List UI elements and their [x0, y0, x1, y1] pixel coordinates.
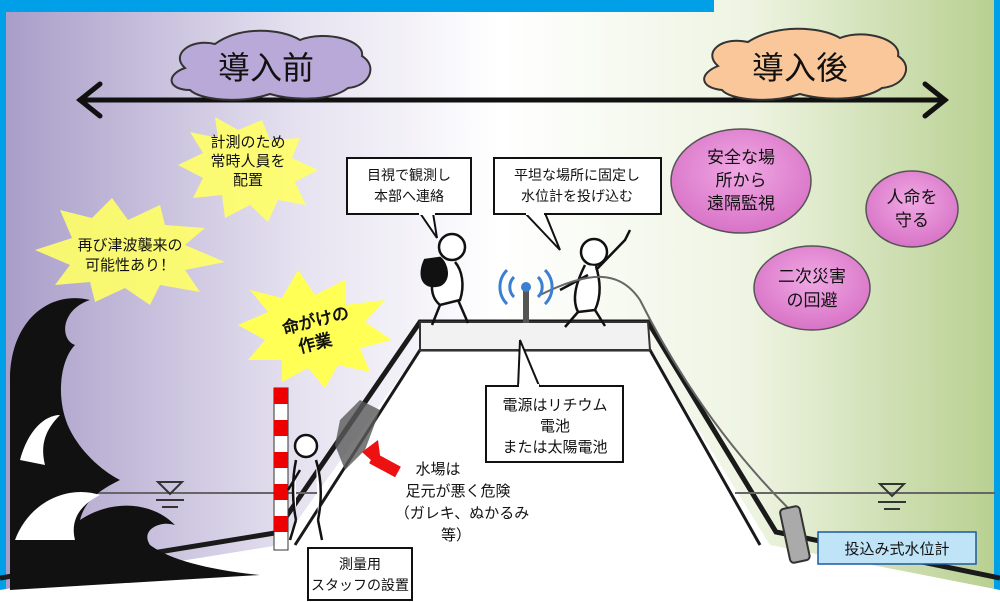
left-accent-bar: [0, 0, 6, 602]
benefit-remote: 安全な場 所から 遠隔監視: [670, 128, 812, 234]
burst-staffing-line-3: 配置: [233, 171, 263, 189]
after-label-cloud: 導入後: [703, 27, 908, 101]
callout-observe-line-2: 本部へ連絡: [374, 189, 444, 205]
callout-power-line-2: 電池: [540, 417, 570, 435]
note-footing-line-2: 足元が悪く危険: [405, 482, 510, 500]
callout-staff-line-1: 測量用: [339, 557, 381, 573]
benefit-life: 人命を 守る: [865, 170, 959, 248]
callout-power-line-1: 電源はリチウム: [502, 396, 607, 414]
note-footing-line-3: （ガレキ、ぬかるみ: [395, 504, 529, 522]
burst-tsunami-line-2: 可能性あり！: [85, 256, 175, 274]
ground-fill: [0, 335, 1000, 602]
water-level-symbol-right: [877, 483, 907, 510]
survey-staff-icon: [273, 387, 289, 551]
top-accent-bar: [0, 0, 714, 12]
callout-fixed-line-1: 平坦な場所に固定し: [514, 168, 640, 184]
burst-staffing: 計測のため 常時人員を 配置: [178, 117, 318, 222]
rubble: [335, 400, 380, 470]
benefit-secondary-line-2: の回避: [787, 291, 838, 311]
right-accent-bar: [994, 0, 1000, 602]
worker-at-staff-icon: [286, 433, 324, 541]
note-footing-line-1: 水場は: [415, 460, 460, 478]
water-level-symbol-left: [155, 481, 185, 508]
sensor-cable: [539, 275, 791, 511]
benefit-remote-line-1: 安全な場: [707, 148, 775, 168]
observer-figure-icon: [420, 232, 470, 326]
callout-power: 電源はリチウム 電池 または太陽電池: [485, 339, 624, 463]
antenna-icon: [498, 268, 554, 323]
tsunami-wave-icon: [10, 298, 260, 590]
callout-fixed: 平坦な場所に固定し 水位計を投げ込む: [493, 157, 662, 251]
before-label: 導入前: [218, 49, 314, 87]
note-footing: 水場は 足元が悪く危険 （ガレキ、ぬかるみ 等）: [395, 460, 529, 544]
benefit-life-line-1: 人命を: [887, 188, 938, 208]
burst-tsunami-line-1: 再び津波襲来の: [77, 236, 182, 254]
callout-power-line-3: または太陽電池: [502, 438, 607, 456]
note-footing-line-4: 等）: [441, 526, 471, 544]
callout-staff-gauge: 測量用 スタッフの設置: [307, 547, 413, 601]
callout-staff-line-2: スタッフの設置: [311, 578, 409, 594]
benefit-secondary: 二次災害 の回避: [753, 245, 871, 331]
sensor-probe-icon: [779, 505, 811, 564]
burst-danger: 命がけの 作業: [238, 270, 392, 388]
before-label-cloud: 導入前: [170, 29, 372, 101]
after-label: 導入後: [752, 49, 848, 87]
callout-fixed-line-2: 水位計を投げ込む: [521, 189, 633, 205]
benefit-remote-line-3: 遠隔監視: [707, 194, 775, 214]
benefit-remote-line-2: 所から: [716, 171, 767, 191]
benefit-life-line-2: 守る: [895, 211, 929, 231]
burst-staffing-line-2: 常時人員を: [210, 152, 285, 170]
embankment-crest: [419, 321, 652, 351]
callout-observe: 目視で観測し 本部へ連絡: [346, 157, 472, 239]
callout-observe-line-1: 目視で観測し: [367, 167, 451, 184]
sensor-label: 投込み式水位計: [844, 540, 949, 558]
danger-arrowhead: [362, 440, 382, 470]
benefit-secondary-line-1: 二次災害: [778, 267, 846, 287]
burst-tsunami: 再び津波襲来の 可能性あり！: [35, 198, 225, 305]
sensor-label-box: 投込み式水位計: [817, 531, 977, 565]
burst-staffing-line-1: 計測のため: [210, 133, 285, 151]
